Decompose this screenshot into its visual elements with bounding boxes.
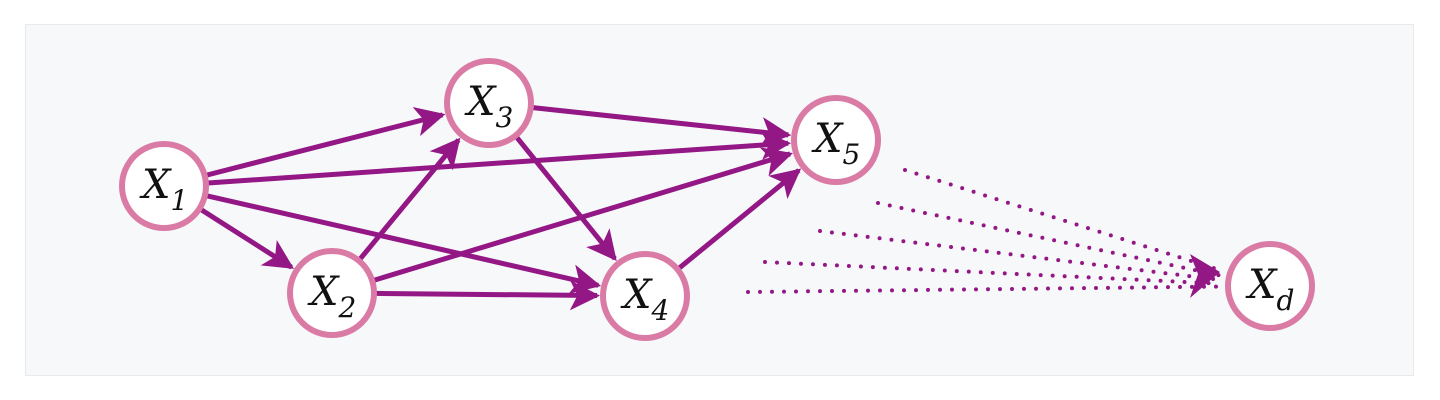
node-variable: X bbox=[464, 79, 497, 125]
node-variable: X bbox=[811, 116, 844, 162]
node-label: X1 bbox=[139, 162, 188, 217]
edge-x3-x4 bbox=[514, 135, 617, 262]
edge-x1-x3 bbox=[206, 107, 446, 178]
node-label: X3 bbox=[464, 79, 513, 134]
node-subscript: 2 bbox=[337, 291, 356, 324]
node-label: X2 bbox=[307, 269, 356, 324]
diagram-panel bbox=[25, 24, 1414, 376]
edge-x3-x5 bbox=[532, 105, 792, 147]
dotted-edge-4 bbox=[746, 284, 1221, 294]
dotted-edges-layer bbox=[746, 168, 1223, 298]
node-variable: X bbox=[1245, 262, 1278, 308]
node-subscript: 4 bbox=[650, 294, 669, 327]
node-circle bbox=[600, 251, 690, 341]
node-variable: X bbox=[139, 162, 172, 208]
node-x1: X1 bbox=[119, 141, 209, 231]
node-xd: Xd bbox=[1225, 241, 1315, 331]
dotted-edge-3 bbox=[763, 260, 1221, 286]
node-subscript: 5 bbox=[842, 138, 860, 171]
node-x2: X2 bbox=[287, 248, 377, 338]
node-subscript: d bbox=[1276, 284, 1294, 317]
node-circle bbox=[444, 58, 534, 148]
node-label: X4 bbox=[620, 272, 669, 327]
node-label: Xd bbox=[1245, 262, 1294, 317]
edge-x4-x5 bbox=[677, 168, 802, 271]
node-label: X5 bbox=[811, 116, 860, 171]
dotted-edge-0 bbox=[903, 168, 1223, 273]
edge-x2-x3 bbox=[358, 137, 461, 261]
node-circle bbox=[791, 95, 881, 185]
edges-layer bbox=[199, 105, 802, 311]
edge-x2-x4 bbox=[375, 280, 601, 311]
dotted-edge-1 bbox=[876, 201, 1222, 278]
edge-x1-x4 bbox=[206, 193, 602, 294]
dotted-arrowhead bbox=[1190, 254, 1220, 298]
node-x4: X4 bbox=[600, 251, 690, 341]
edge-x1-x2 bbox=[199, 207, 295, 270]
node-circle bbox=[1225, 241, 1315, 331]
node-subscript: 3 bbox=[495, 101, 513, 134]
dotted-edge-2 bbox=[818, 229, 1221, 282]
node-variable: X bbox=[620, 272, 653, 318]
edge-x1-x5 bbox=[207, 130, 792, 186]
node-circle bbox=[287, 248, 377, 338]
node-variable: X bbox=[307, 269, 340, 315]
node-x3: X3 bbox=[444, 58, 534, 148]
node-x5: X5 bbox=[791, 95, 881, 185]
node-subscript: 1 bbox=[170, 184, 188, 217]
node-circle bbox=[119, 141, 209, 231]
